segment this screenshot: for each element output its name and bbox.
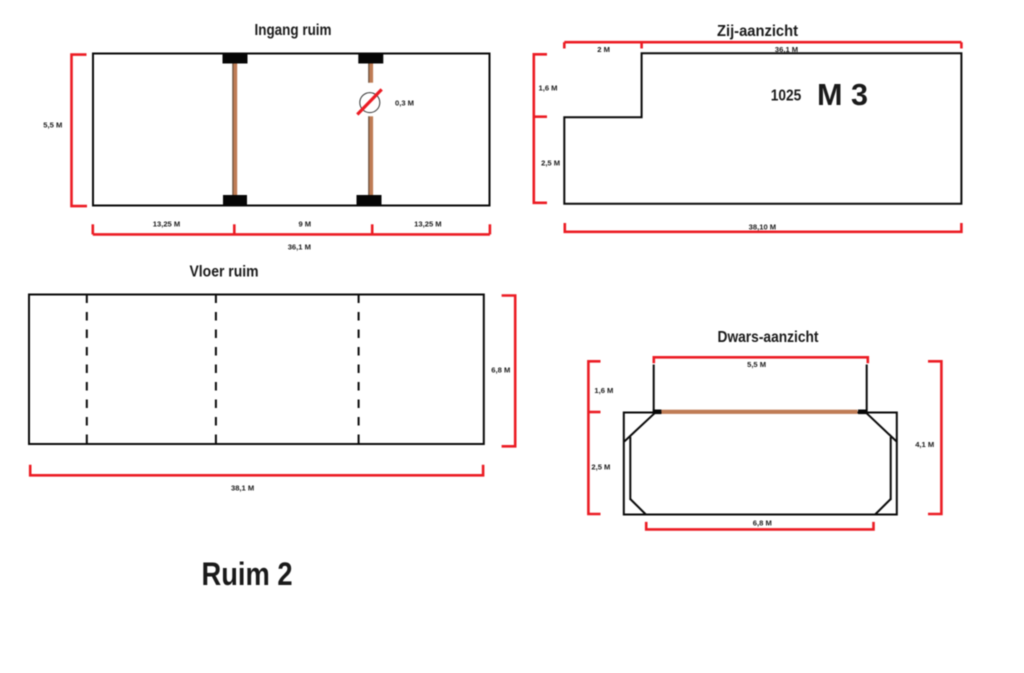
svg-text:Zij-aanzicht: Zij-aanzicht: [717, 23, 799, 40]
svg-text:36,1 M: 36,1 M: [288, 242, 311, 251]
svg-text:6,8 M: 6,8 M: [491, 365, 510, 374]
svg-text:5,5 M: 5,5 M: [747, 360, 766, 369]
svg-text:13,25 M: 13,25 M: [153, 220, 180, 229]
svg-text:9 M: 9 M: [298, 220, 311, 229]
svg-text:1,6 M: 1,6 M: [539, 83, 558, 92]
svg-text:6,8 M: 6,8 M: [753, 518, 772, 527]
svg-text:38,10 M: 38,10 M: [749, 222, 776, 231]
svg-text:13,25 M: 13,25 M: [414, 220, 441, 229]
svg-text:5,5 M: 5,5 M: [43, 121, 62, 130]
svg-text:Dwars-aanzicht: Dwars-aanzicht: [718, 329, 820, 346]
svg-text:2 M: 2 M: [597, 45, 610, 54]
svg-text:Ruim 2: Ruim 2: [202, 556, 293, 592]
svg-text:1025: 1025: [771, 88, 802, 105]
svg-text:4,1 M: 4,1 M: [915, 440, 934, 449]
svg-text:38,1 M: 38,1 M: [231, 484, 254, 493]
svg-text:1,6 M: 1,6 M: [594, 386, 613, 395]
svg-text:0,3 M: 0,3 M: [395, 99, 414, 108]
svg-text:2,5 M: 2,5 M: [541, 158, 560, 167]
svg-text:Ingang ruim: Ingang ruim: [255, 22, 332, 39]
svg-text:36,1 M: 36,1 M: [775, 45, 798, 54]
svg-text:Vloer ruim: Vloer ruim: [190, 264, 259, 281]
svg-text:M 3: M 3: [817, 77, 868, 112]
svg-text:2,5 M: 2,5 M: [591, 463, 610, 472]
